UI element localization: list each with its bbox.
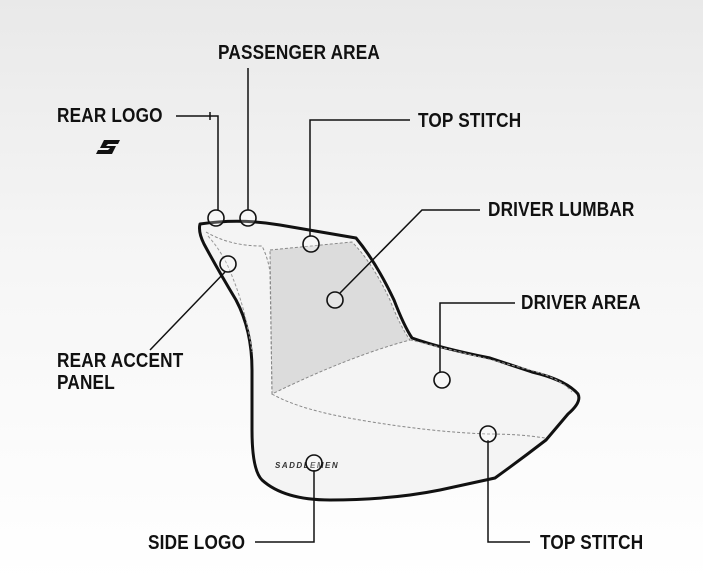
- callout-driver-lumbar: [326, 291, 344, 309]
- callout-rear-logo: [207, 209, 225, 227]
- label-passenger-area: PASSENGER AREA: [218, 42, 381, 64]
- label-top-stitch-upper: TOP STITCH: [418, 110, 522, 132]
- leader-driver-lumbar: [339, 209, 480, 294]
- rear-accent-stitch-line: [207, 235, 253, 353]
- seat-outline: [198, 219, 581, 502]
- leader-side-logo: [255, 470, 315, 543]
- rear-logo-icon: [96, 140, 120, 154]
- label-top-stitch-lower: TOP STITCH: [540, 532, 644, 554]
- label-side-logo: SIDE LOGO: [148, 532, 246, 554]
- callout-side-logo: [305, 454, 323, 472]
- callout-rear-accent: [219, 255, 237, 273]
- leader-top-stitch-upper: [309, 119, 410, 236]
- driver-lumbar-panel: [269, 241, 411, 395]
- leader-rear-accent: [149, 271, 226, 351]
- label-rear-logo: REAR LOGO: [57, 105, 163, 127]
- leader-top-stitch-lower: [487, 440, 530, 543]
- passenger-stitch-line: [205, 231, 273, 395]
- callout-passenger-area: [239, 209, 257, 227]
- leader-driver-area: [439, 302, 515, 372]
- label-rear-accent-panel: REAR ACCENT PANEL: [57, 350, 184, 394]
- label-driver-lumbar: DRIVER LUMBAR: [488, 199, 635, 221]
- label-driver-area: DRIVER AREA: [521, 292, 641, 314]
- callout-top-stitch-lower: [479, 425, 497, 443]
- callout-driver-area: [433, 371, 451, 389]
- leader-rear-logo: [176, 115, 219, 210]
- callout-top-stitch-upper: [302, 235, 320, 253]
